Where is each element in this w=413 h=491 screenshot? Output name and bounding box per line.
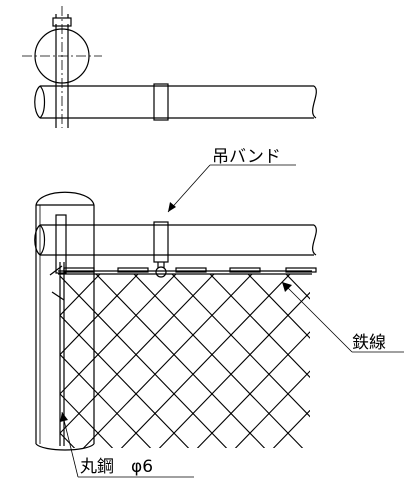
fence-post (35, 191, 95, 451)
top-rail-pipe (34, 214, 317, 278)
wire-ties (63, 267, 317, 273)
hanging-band-label: 吊バンド (212, 147, 281, 167)
iron-wire-label: 鉄線 (352, 333, 386, 353)
hanging-band-callout: 吊バンド (167, 147, 296, 213)
tension-wire (58, 267, 317, 275)
chain-link-mesh (60, 274, 310, 448)
pipe-elevation (34, 83, 317, 121)
round-steel-label: 丸鋼 φ6 (80, 457, 153, 477)
pipe-cross-section (22, 6, 102, 128)
iron-wire-callout: 鉄線 (281, 281, 404, 353)
round-steel-callout: 丸鋼 φ6 (60, 411, 194, 478)
